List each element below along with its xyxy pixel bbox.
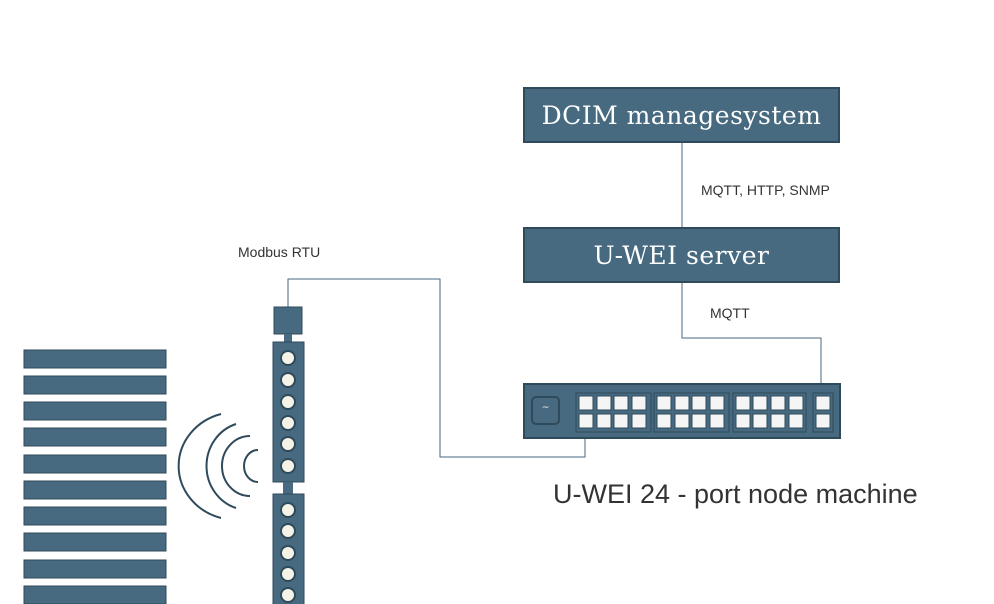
pdu-connector-box xyxy=(273,306,303,335)
label-modbus-rtu: Modbus RTU xyxy=(238,244,321,260)
pdu-strip-icon xyxy=(272,306,305,604)
network-switch-icon: ~ xyxy=(523,383,841,439)
pdu-outlets xyxy=(280,350,296,603)
dcim-manage-system-box: DCIM managesystem xyxy=(523,87,840,143)
connection-lines xyxy=(287,143,822,458)
server-rack-icon xyxy=(23,349,167,604)
switch-caption: U-WEI 24 - port node machine xyxy=(553,479,918,509)
u-wei-server-box: U-WEI server xyxy=(523,227,840,283)
switch-console-port xyxy=(531,396,560,425)
link-server-switch xyxy=(681,283,822,385)
switch-ports xyxy=(575,392,834,433)
wireless-signal-icon xyxy=(177,413,259,519)
label-mqtt: MQTT xyxy=(710,305,750,321)
link-pdu-switch xyxy=(287,278,586,458)
label-mqtt-http-snmp: MQTT, HTTP, SNMP xyxy=(701,182,830,198)
switch-console-glyph: ~ xyxy=(542,403,550,413)
